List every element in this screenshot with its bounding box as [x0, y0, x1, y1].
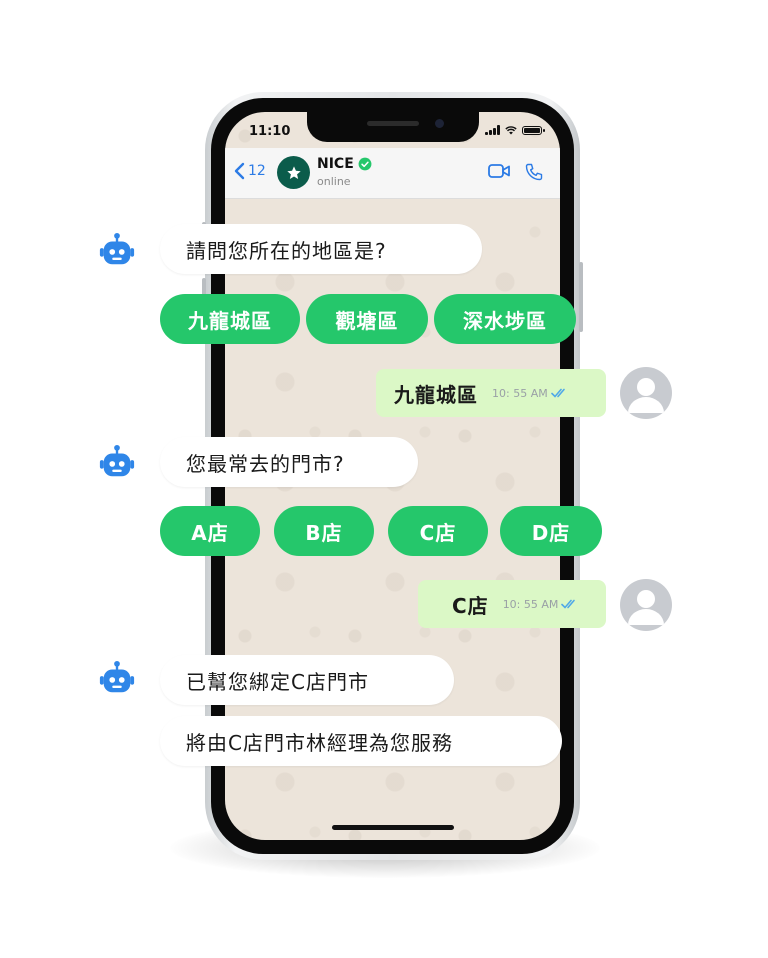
contact-name-row[interactable]: NICE — [317, 156, 372, 172]
option-chip-store-a[interactable]: A店 — [160, 506, 260, 556]
back-count: 12 — [248, 163, 266, 179]
video-call-icon[interactable] — [488, 162, 510, 180]
speaker-grille — [366, 121, 419, 126]
user-silhouette-icon — [628, 378, 664, 413]
message-text: 請問您所在的地區是? — [186, 238, 387, 263]
user-avatar — [620, 579, 672, 631]
message-text: 將由C店門市林經理為您服務 — [186, 730, 453, 755]
contact-status: online — [317, 175, 351, 188]
battery-icon — [522, 125, 545, 135]
back-chevron-icon — [234, 162, 245, 180]
option-chip-region-1[interactable]: 九龍城區 — [160, 294, 300, 344]
option-chip-region-3[interactable]: 深水埗區 — [434, 294, 576, 344]
option-chip-store-d[interactable]: D店 — [500, 506, 602, 556]
home-indicator — [331, 825, 454, 830]
bot-message-manager: 將由C店門市林經理為您服務 — [160, 716, 562, 766]
message-meta: 10: 55 AM — [492, 387, 569, 400]
power-button — [579, 262, 583, 332]
user-avatar — [620, 367, 672, 419]
message-text: 九龍城區 — [394, 382, 478, 407]
contact-avatar[interactable] — [277, 156, 310, 189]
bot-icon — [99, 444, 135, 477]
option-chip-store-b[interactable]: B店 — [274, 506, 374, 556]
chat-header: 12 NICE online — [225, 148, 560, 199]
message-time: 10: 55 AM — [492, 386, 548, 400]
message-meta: 10: 55 AM — [503, 598, 580, 611]
signal-icon — [485, 125, 500, 135]
bot-message-store-question: 您最常去的門市? — [160, 437, 418, 487]
star-icon — [286, 165, 301, 179]
option-chip-store-c[interactable]: C店 — [388, 506, 488, 556]
option-chip-region-2[interactable]: 觀塘區 — [306, 294, 428, 344]
message-text: 已幫您綁定C店門市 — [186, 669, 369, 694]
status-icons — [485, 125, 545, 135]
bot-icon — [99, 660, 135, 693]
user-silhouette-icon — [628, 590, 664, 625]
verified-icon — [358, 157, 372, 171]
message-time: 10: 55 AM — [502, 597, 559, 611]
double-check-icon — [550, 388, 565, 398]
user-reply-region: 九龍城區 10: 55 AM — [376, 369, 606, 417]
double-check-icon — [561, 599, 576, 609]
bot-icon — [99, 232, 135, 265]
status-bar: 11:10 — [225, 112, 560, 148]
wifi-icon — [505, 125, 517, 135]
user-reply-store: C店 10: 55 AM — [418, 580, 606, 628]
contact-name: NICE — [317, 156, 354, 172]
message-text: C店 — [452, 593, 489, 618]
front-camera — [434, 119, 444, 128]
status-time: 11:10 — [249, 124, 291, 139]
phone-call-icon[interactable] — [524, 162, 544, 182]
back-button[interactable]: 12 — [233, 162, 266, 180]
bot-message-bound-store: 已幫您綁定C店門市 — [160, 655, 454, 705]
notch — [306, 112, 479, 142]
bot-message-region-question: 請問您所在的地區是? — [160, 224, 482, 274]
message-text: 您最常去的門市? — [186, 451, 345, 476]
